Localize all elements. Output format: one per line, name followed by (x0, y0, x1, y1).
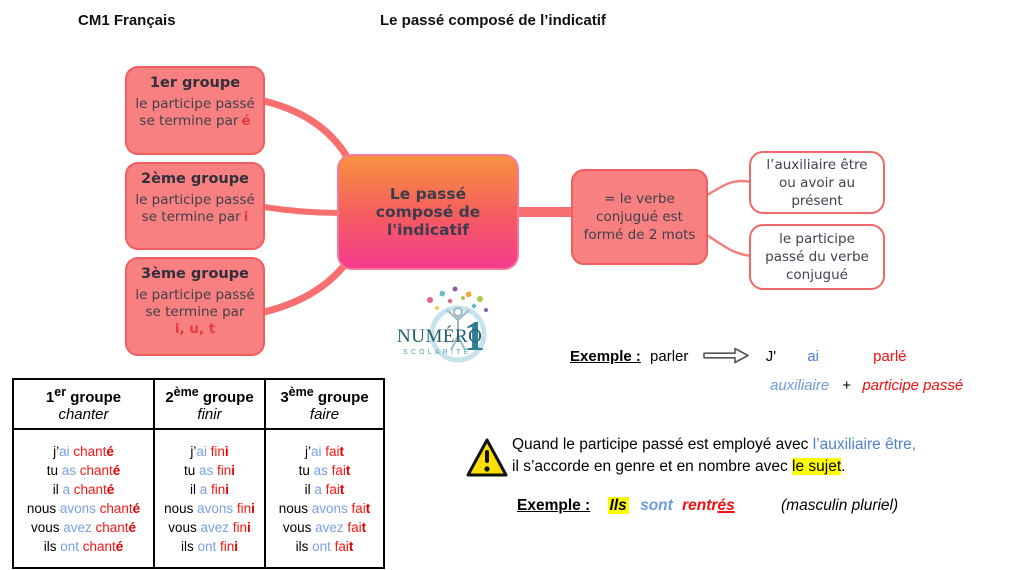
note-line1: Quand le participe passé est employé ave… (512, 434, 998, 456)
conjugated-form: ils ont chanté (43, 538, 124, 554)
example1-base-verb: parler (650, 348, 689, 365)
conjugated-form: nous avons fini (164, 500, 255, 516)
conjugated-form: tu as chanté (46, 462, 121, 478)
logo-figure (446, 307, 470, 351)
conjugation-table-body-row: j’ai chanté tu as chanté il a chanté nous a… (12, 428, 385, 569)
numero1-scolarite-logo: 1 NUMÉRO SCOLARITÉ (397, 286, 488, 363)
conjugated-form: j’ai fait (304, 443, 345, 459)
conjugated-form: il a fini (189, 481, 230, 497)
conjugated-form: tu as fini (183, 462, 236, 478)
conjugated-form: il a fait (304, 481, 345, 497)
group2-body: le participe passé se termine par (135, 192, 255, 225)
group2-title: 2ème groupe (141, 171, 249, 187)
agreement-note: Quand le participe passé est employé ave… (512, 434, 998, 477)
note-line2-text: il s’accorde en genre et en nombre avec (512, 457, 793, 475)
logo-brand: NUMÉRO (397, 325, 482, 347)
example-parler: Exemple : parler J' ai parlé (570, 347, 907, 365)
caption-participe-passe: participe passé (862, 377, 964, 394)
example2-participle-ending: és (717, 497, 735, 514)
conjugation-cell: j’ai chanté tu as chanté il a chanté nous a… (12, 428, 155, 569)
caption-plus: + (842, 377, 852, 394)
note-line2-highlight: le sujet (792, 457, 842, 475)
group3-title: 3ème groupe (141, 266, 249, 282)
example2-participle: rentrés (682, 497, 735, 514)
conjugated-form: j’ai chanté (53, 443, 114, 459)
conjugation-cell: j’ai fini tu as fini il a fini nous avons f… (153, 428, 266, 569)
double-arrow-icon (702, 347, 749, 364)
definition-node: = le verbe conjugué est formé de 2 mots (571, 169, 708, 265)
note-line2: il s’accorde en genre et en nombre avec … (512, 456, 998, 478)
warning-triangle-icon (466, 438, 508, 477)
group3-node: 3ème groupe le participe passé se termin… (125, 257, 265, 356)
example2-gloss: (masculin pluriel) (781, 497, 899, 514)
page-title: Le passé composé de l’indicatif (380, 12, 606, 29)
group2-node: 2ème groupe le participe passé se termin… (125, 162, 265, 250)
example1-subject: J' (765, 348, 777, 365)
conjugated-form: tu as fait (298, 462, 351, 478)
group3-ending: i, u, t (174, 321, 216, 337)
conjugated-form: vous avez chanté (30, 519, 137, 535)
caption-auxiliaire: auxiliaire (770, 377, 830, 394)
central-topic-node: Le passé composé de l'indicatif (337, 154, 519, 270)
group1-title: 1er groupe (149, 75, 241, 91)
note-line1-blue: l’auxiliaire être, (812, 436, 917, 453)
group3-body: le participe passé se termine par (135, 287, 255, 320)
group2-ending: i (243, 209, 249, 225)
note-line1-text: Quand le participe passé est employé ave… (512, 436, 813, 453)
logo-tagline: SCOLARITÉ (403, 347, 471, 356)
column-infinitive: finir (197, 406, 222, 423)
column-infinitive: chanter (58, 406, 109, 423)
conjugated-form: vous avez fini (168, 519, 251, 535)
component-auxiliary-node: l’auxiliaire être ou avoir au présent (749, 151, 885, 214)
example1-label: Exemple : (570, 348, 641, 365)
conjugated-form: vous avez fait (282, 519, 367, 535)
conjugation-cell: j’ai fait tu as fait il a fait nous avons f… (264, 428, 385, 569)
example2-subject: Ils (607, 497, 629, 514)
conjugated-form: nous avons fait (278, 500, 371, 516)
column-infinitive: faire (309, 406, 340, 423)
example-rentres: Exemple : Ils sont rentrés (masculin plu… (517, 497, 898, 515)
example2-label: Exemple : (517, 497, 591, 514)
group1-node: 1er groupe le participe passé se termine… (125, 66, 265, 155)
conjugated-form: ils ont fini (180, 538, 239, 554)
conjugated-form: nous avons chanté (26, 500, 141, 516)
note-line2-period: . (841, 457, 846, 475)
group1-ending: é (241, 113, 251, 129)
example2-participle-stem: rentr (682, 497, 718, 514)
conjugated-form: il a chanté (52, 481, 115, 497)
logo-one: 1 (464, 314, 485, 360)
conjugated-form: ils ont fait (295, 538, 354, 554)
example1-auxiliary: ai (807, 348, 819, 365)
example2-auxiliary: sont (640, 497, 673, 514)
group1-body: le participe passé se termine par (135, 96, 255, 129)
component-participle-node: le participe passé du verbe conjugué (749, 224, 885, 290)
example1-participle: parlé (873, 348, 907, 365)
example1-caption: auxiliaire + participe passé (770, 377, 963, 394)
conjugated-form: j’ai fini (190, 443, 229, 459)
course-label: CM1 Français (78, 12, 176, 29)
